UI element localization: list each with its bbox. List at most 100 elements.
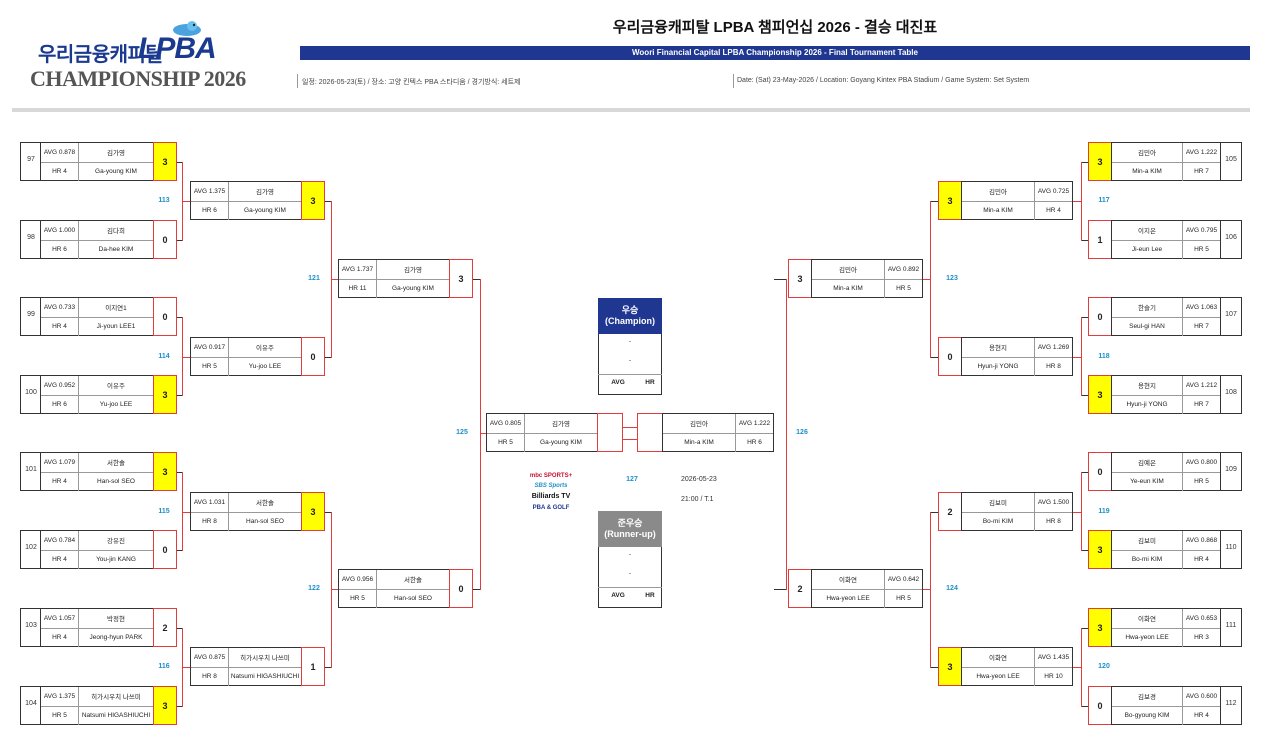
match-number: 124 [946, 584, 958, 592]
player-avg: AVG 0.875 [191, 648, 229, 667]
seed-frame [20, 452, 40, 453]
player-name-ko: 김민아 [1138, 150, 1156, 158]
player-hr: HR 7 [1182, 317, 1220, 336]
logo-championship: CHAMPIONSHIP 2026 [30, 66, 246, 91]
match-number: 122 [308, 584, 320, 592]
seed-frame [1220, 724, 1242, 725]
player-avg: AVG 1.222 [735, 414, 773, 433]
player-name-ko: 강유진 [107, 538, 125, 546]
bracket-line [177, 471, 183, 473]
bracket-line [930, 511, 938, 513]
player-name-en: Ga-young KIM [540, 439, 582, 447]
player-avg: AVG 1.079 [41, 453, 79, 472]
player-avg: AVG 0.952 [41, 376, 79, 395]
score-box: 3 [153, 452, 177, 491]
seed-frame [1241, 686, 1242, 725]
seed-frame [20, 490, 40, 491]
player-name-en: Han-sol SEO [97, 478, 135, 486]
bracket-line [923, 278, 931, 280]
seed-frame [1220, 375, 1242, 376]
seed-number: 103 [25, 622, 37, 629]
logo-lpba: LPBA [138, 32, 217, 65]
player-name-ko: 박정현 [107, 616, 125, 624]
seed-frame [20, 297, 40, 298]
player-avg: AVG 1.031 [191, 493, 229, 512]
player-name-ko: 서한솔 [404, 577, 422, 585]
bracket-line [331, 511, 332, 668]
score-box: 2 [788, 569, 812, 608]
seed-frame [20, 568, 40, 569]
seed-frame [1220, 568, 1242, 569]
seed-number: 97 [27, 156, 35, 163]
page-subtitle: Woori Financial Capital LPBA Championshi… [300, 46, 1250, 60]
seed-frame [20, 530, 21, 569]
seed-frame [20, 258, 40, 259]
header-divider [12, 108, 1250, 112]
player-hr: HR 6 [191, 201, 229, 220]
player-name-en: Ji-eun Lee [1131, 246, 1163, 254]
player-name-en: Ye-eun KIM [1130, 478, 1164, 486]
final-date: 2026-05-23 [681, 476, 717, 483]
bracket-line [325, 356, 332, 358]
player-name-ko: 이화연 [989, 655, 1007, 663]
bracket-line [774, 278, 787, 280]
player-hr: HR 6 [41, 240, 79, 259]
runnerup-name-en: - [628, 570, 632, 577]
score-box: 0 [1088, 452, 1112, 491]
player-hr: HR 5 [191, 357, 229, 376]
player-avg: AVG 0.878 [41, 143, 79, 162]
player-avg: AVG 0.805 [487, 414, 525, 433]
runnerup-avg: AVG [611, 592, 625, 599]
seed-frame [1241, 142, 1242, 181]
score-box: 3 [153, 375, 177, 414]
player-name-en: Seul-gi HAN [1129, 323, 1165, 331]
seed-frame [1241, 297, 1242, 336]
player-avg: AVG 0.868 [1182, 531, 1220, 550]
player-name-ko: 서한솔 [107, 460, 125, 468]
player-hr: HR 8 [1034, 357, 1072, 376]
seed-number: 98 [27, 234, 35, 241]
player-name-en: Bo-gyoung KIM [1124, 712, 1170, 720]
player-avg: AVG 1.063 [1182, 298, 1220, 317]
player-name-en: Min-a KIM [684, 439, 714, 447]
seed-frame [20, 335, 40, 336]
player-name-en: Han-sol SEO [394, 595, 432, 603]
bracket-line [786, 278, 787, 590]
player-hr: HR 5 [1182, 472, 1220, 491]
bracket-line [1081, 471, 1082, 551]
mascot-icon [170, 18, 204, 36]
player-avg: AVG 0.725 [1034, 182, 1072, 201]
player-name-ko: 이화연 [1138, 616, 1156, 624]
player-name-ko: 용현지 [1138, 383, 1156, 391]
